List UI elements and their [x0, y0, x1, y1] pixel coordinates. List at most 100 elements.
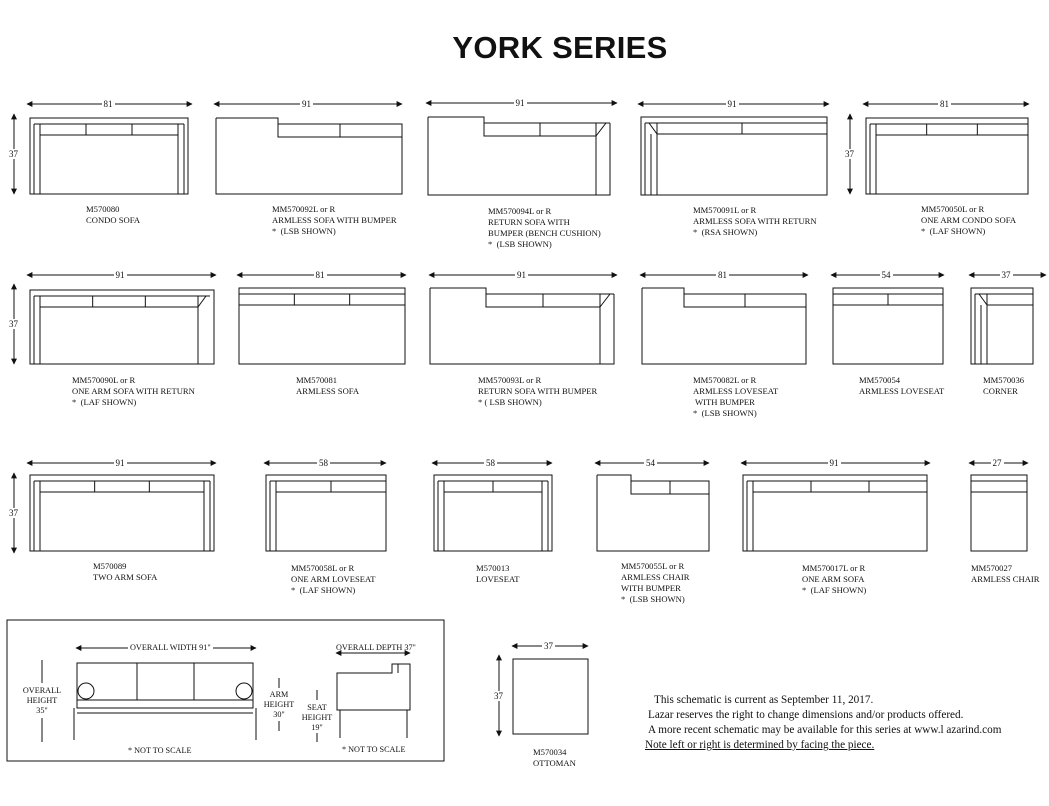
piece-code: MM570055L or R	[621, 561, 685, 571]
width-dim-16-text: 27	[990, 458, 1004, 468]
piece-name: LOVESEAT	[476, 574, 520, 584]
piece-name: ARMLESS LOVESEAT	[859, 386, 945, 396]
piece-code: MM570017L or R	[802, 563, 866, 573]
sofa-drawing	[641, 287, 807, 365]
piece-code: MM570081	[296, 375, 338, 385]
width-dim-8-text: 81	[716, 270, 729, 280]
piece-name2: WITH BUMPER	[621, 583, 681, 593]
piece-note: * (RSA SHOWN)	[693, 227, 758, 237]
piece-name: TWO ARM SOFA	[93, 572, 158, 582]
sofa-drawing	[238, 287, 406, 365]
width-dim-5-text: 91	[113, 270, 127, 280]
sofa-drawing	[29, 289, 215, 365]
height-dim-row2-text: 37	[7, 319, 20, 329]
sofa-drawing	[742, 474, 928, 552]
width-dim-0-text: 81	[101, 99, 115, 109]
piece-note: * (LAF SHOWN)	[291, 585, 356, 595]
height-dim-row1-text: 37	[7, 149, 20, 159]
width-dim-17-text: 37	[542, 641, 555, 651]
piece-name: ONE ARM SOFA	[802, 574, 865, 584]
piece-name: ONE ARM SOFA WITH RETURN	[72, 386, 195, 396]
not-to-scale-note: * NOT TO SCALE	[128, 746, 192, 755]
piece-note: * (LAF SHOWN)	[921, 226, 986, 236]
piece-code: MM570092L or R	[272, 204, 336, 214]
piece-name: ONE ARM LOVESEAT	[291, 574, 376, 584]
note-website: A more recent schematic may be available…	[648, 724, 1002, 736]
sofa-side-view	[336, 663, 411, 738]
ottoman-drawing	[512, 658, 589, 735]
piece-name: ARMLESS CHAIR	[971, 574, 1040, 584]
width-dim-13-text: 58	[484, 458, 497, 468]
sofa-drawing	[215, 117, 403, 195]
piece-code: M570013	[476, 563, 510, 573]
sofa-drawing	[970, 474, 1028, 552]
piece-code: MM570054	[859, 375, 901, 385]
sofa-drawing	[596, 474, 710, 552]
piece-code: M570089	[93, 561, 127, 571]
width-dim-12-text: 58	[317, 458, 330, 468]
piece-code: MM570050L or R	[921, 204, 985, 214]
piece-name: ARMLESS SOFA	[296, 386, 360, 396]
height-dim-ottoman-text: 37	[492, 690, 505, 701]
piece-code: MM570093L or R	[478, 375, 542, 385]
piece-name: OTTOMAN	[533, 758, 576, 768]
piece-note: * (LSB SHOWN)	[621, 594, 685, 604]
height-dim-row3-text: 37	[7, 508, 20, 518]
sofa-drawing	[427, 116, 611, 196]
sofa-drawing	[265, 474, 387, 552]
sofa-drawing	[29, 474, 215, 552]
width-dim-3-text: 91	[725, 99, 739, 109]
width-dim-9-text: 54	[879, 270, 893, 280]
width-dim-15-text: 91	[827, 458, 841, 468]
note-rights: Lazar reserves the right to change dimen…	[648, 709, 964, 721]
piece-note: * (LAF SHOWN)	[802, 585, 867, 595]
piece-code: M570080	[86, 204, 120, 214]
sofa-drawing	[640, 116, 828, 196]
sofa-drawing	[970, 287, 1034, 365]
width-dim-10-text: 37	[999, 270, 1013, 280]
piece-name2: WITH BUMPER	[693, 397, 755, 407]
sofa-drawing	[433, 474, 553, 552]
piece-code: MM570091L or R	[693, 205, 757, 215]
piece-code: M570034	[533, 747, 567, 757]
note-current: This schematic is current as September 1…	[654, 694, 874, 706]
piece-name: ARMLESS SOFA WITH BUMPER	[272, 215, 397, 225]
piece-name: ONE ARM CONDO SOFA	[921, 215, 1017, 225]
overall-depth-label: OVERALL DEPTH 37"	[336, 643, 416, 652]
sofa-front-view	[73, 662, 257, 740]
sofa-drawing	[865, 117, 1029, 195]
width-dim-7-text: 91	[515, 270, 528, 280]
width-dim-6-text: 81	[313, 270, 327, 280]
piece-note: * (LSB SHOWN)	[272, 226, 336, 236]
piece-note: * ( LSB SHOWN)	[478, 397, 542, 407]
piece-note: * (LAF SHOWN)	[72, 397, 137, 407]
piece-name2: BUMPER (BENCH CUSHION)	[488, 228, 601, 238]
piece-name: ARMLESS CHAIR	[621, 572, 690, 582]
piece-name: CONDO SOFA	[86, 215, 141, 225]
piece-name: ARMLESS SOFA WITH RETURN	[693, 216, 817, 226]
width-dim-4-text: 81	[938, 99, 951, 109]
height-dim-row1b-text: 37	[843, 149, 856, 159]
width-dim-1-text: 91	[300, 99, 313, 109]
